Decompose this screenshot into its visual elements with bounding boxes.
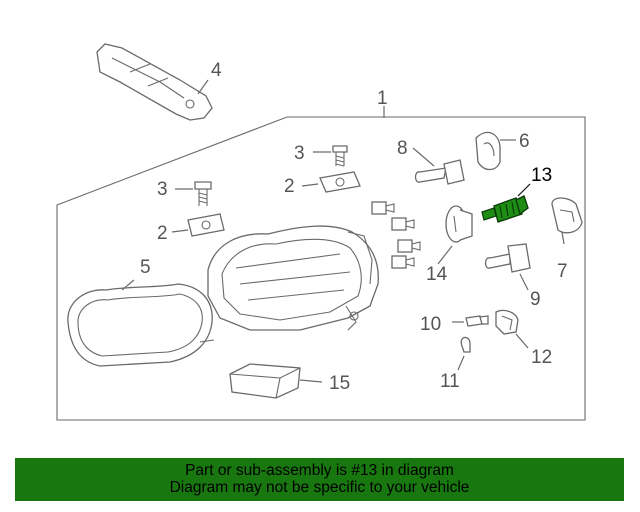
- callout-9: 9: [530, 289, 541, 310]
- part-13-highlighted-bulb: [481, 183, 531, 223]
- part-bulb-8: [412, 147, 465, 185]
- callout-4: 4: [211, 60, 222, 81]
- callout-2: 2: [157, 223, 168, 244]
- assembly-outline: [56, 116, 586, 421]
- part-cover-7: [551, 197, 583, 245]
- banner-line-2: Diagram may not be specific to your vehi…: [169, 479, 470, 496]
- callout-8: 8: [397, 138, 408, 159]
- callout-13: 13: [531, 165, 552, 186]
- part-bulb-11: [457, 336, 471, 371]
- banner-line-1: Part or sub-assembly is #13 in diagram: [185, 462, 454, 479]
- callout-7: 7: [557, 261, 568, 282]
- callout-11: 11: [440, 371, 460, 392]
- callout-3: 3: [294, 143, 305, 164]
- parts-diagram: 1 2 2 3 3 4 5 6 7 8 9 10 11 12 13 14 15: [56, 43, 586, 421]
- callout-15: 15: [329, 373, 350, 394]
- callout-10: 10: [420, 314, 441, 335]
- callout-14: 14: [426, 264, 448, 285]
- callout-6: 6: [519, 131, 530, 152]
- part-connectors: [371, 201, 421, 269]
- callout-5: 5: [140, 257, 151, 278]
- callout-1: 1: [377, 88, 388, 109]
- part-socket-14: [437, 205, 473, 265]
- callout-12: 12: [531, 347, 552, 368]
- part-socket-cover-6: [475, 131, 516, 171]
- part-socket-12: [495, 309, 529, 349]
- callout-2: 2: [284, 176, 295, 197]
- part-screw-upper: [313, 145, 348, 167]
- part-headlamp-housing: [207, 225, 379, 331]
- info-banner: Part or sub-assembly is #13 in diagram D…: [15, 458, 624, 501]
- part-bulb-9: [484, 243, 531, 291]
- part-clip-upper: [301, 171, 361, 193]
- part-bulb-10: [452, 315, 489, 327]
- part-control-unit-15: [229, 363, 323, 399]
- part-screw-lower: [175, 181, 212, 206]
- part-bracket: [96, 43, 213, 121]
- callout-3: 3: [157, 179, 168, 200]
- part-lens: [67, 279, 215, 367]
- part-clip-lower: [171, 213, 225, 237]
